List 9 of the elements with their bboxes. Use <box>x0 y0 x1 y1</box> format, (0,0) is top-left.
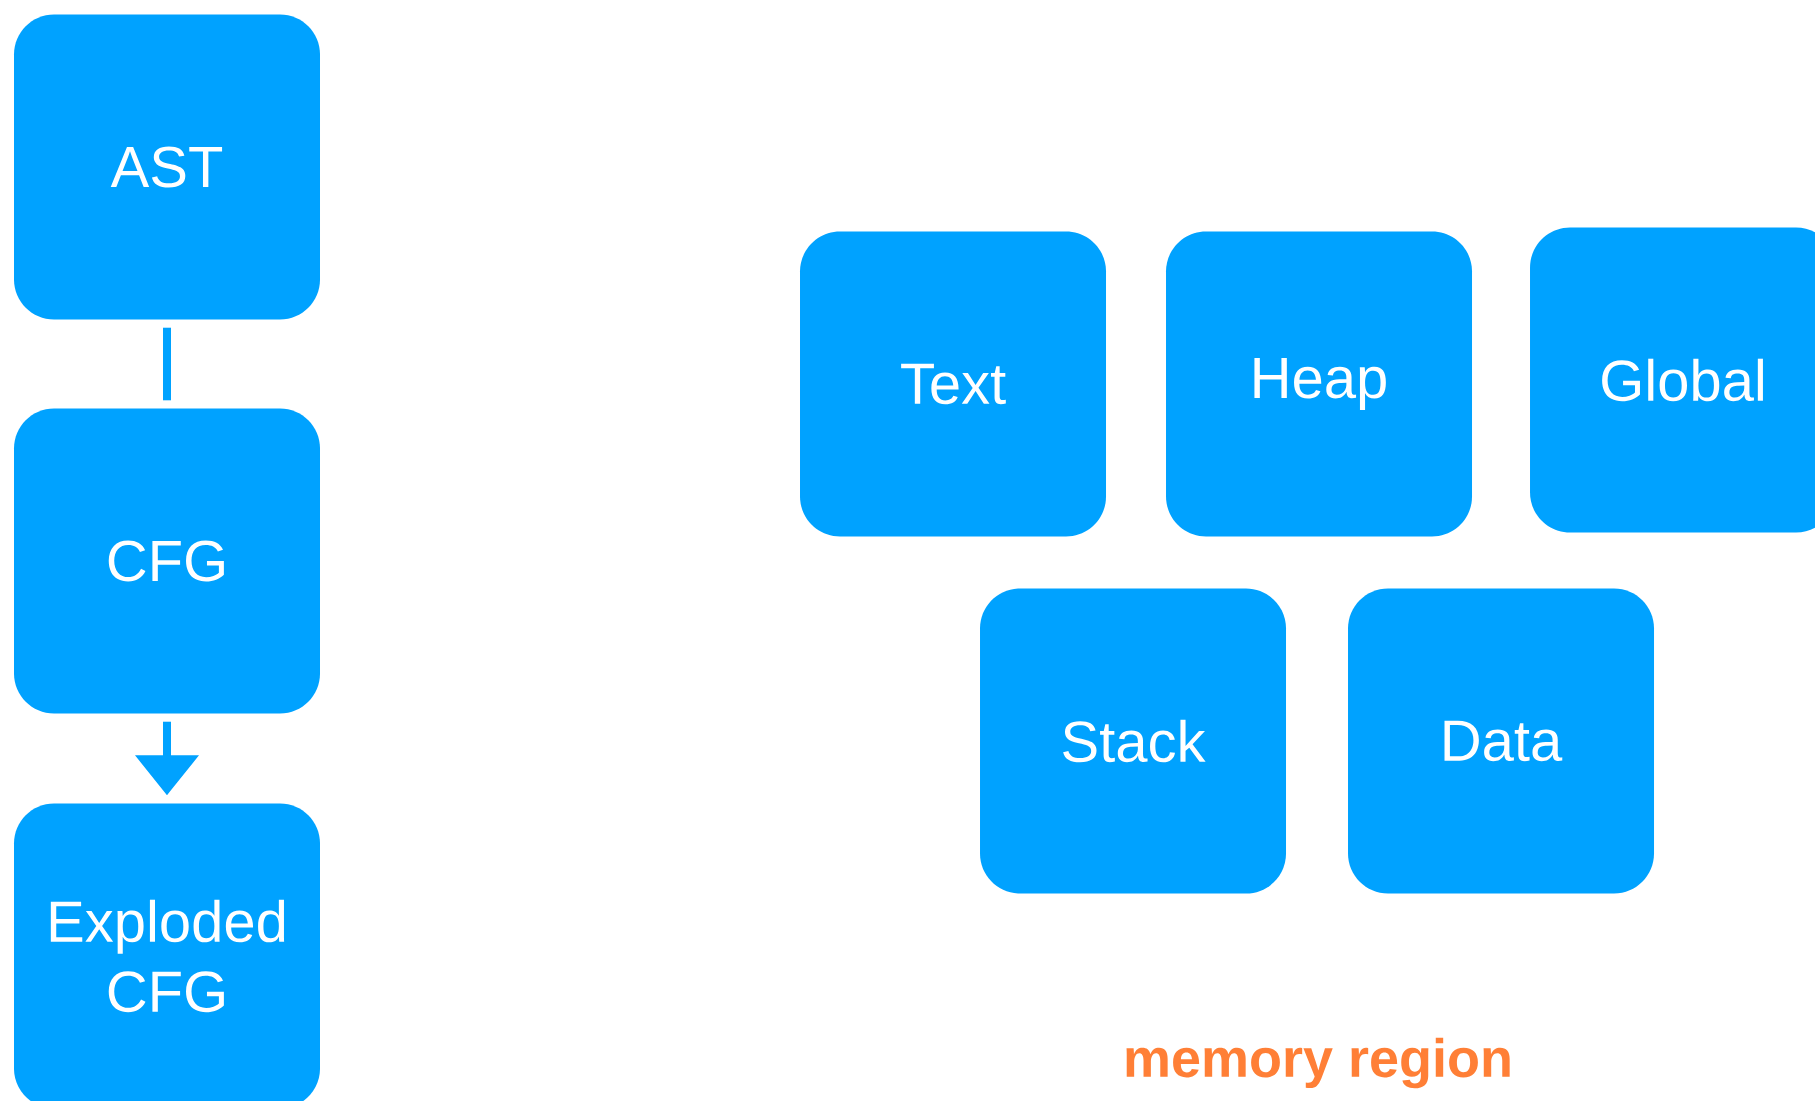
process-box: Exploded CFG <box>14 803 320 1101</box>
process-box: Global <box>1530 227 1815 533</box>
process-box: Data <box>1348 588 1654 894</box>
process-box: CFG <box>14 408 320 714</box>
process-box: Text <box>800 231 1106 537</box>
process-box: AST <box>14 14 320 320</box>
process-box: Heap <box>1166 231 1472 537</box>
process-box: Stack <box>980 588 1286 894</box>
region-caption: memory region <box>1126 1037 1510 1089</box>
